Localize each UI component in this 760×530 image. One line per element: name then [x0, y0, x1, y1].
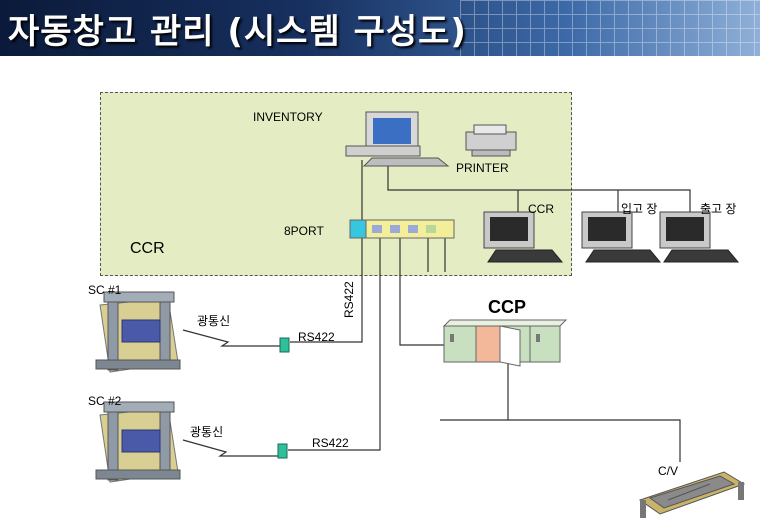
- computer-icon: [345, 111, 450, 167]
- label-inventory: INVENTORY: [253, 110, 323, 124]
- terminal-icon-inbound: [581, 211, 662, 263]
- port-board-8port: [349, 219, 455, 239]
- label-rs422-vertical: RS422: [342, 281, 356, 318]
- connector-sc2: [277, 443, 288, 459]
- label-optical-1: 광통신: [197, 314, 231, 328]
- label-sc1: SC #1: [88, 283, 122, 297]
- line-8port-ccp: [399, 238, 445, 346]
- page-title: 자동창고 관리 (시스템 구성도): [8, 12, 467, 52]
- label-conveyor: C/V: [658, 464, 679, 478]
- line-rs422-sc2: [288, 238, 381, 451]
- terminal-icon-ccr: [483, 211, 564, 263]
- optical-link-1: [182, 329, 280, 347]
- label-sc2: SC #2: [88, 394, 122, 408]
- control-panel-ccp: [442, 319, 568, 367]
- line-ccp-conveyor: [440, 419, 681, 462]
- label-optical-2: 광통신: [190, 425, 224, 439]
- label-ccp: CCP: [488, 297, 527, 317]
- stacker-crane-icon-2: [95, 401, 181, 483]
- label-ccr-terminal: CCR: [528, 202, 554, 216]
- label-rs422-1: RS422: [298, 330, 335, 344]
- label-printer: PRINTER: [456, 161, 509, 175]
- header-banner: 자동창고 관리 (시스템 구성도): [0, 0, 760, 56]
- label-inbound: 입고 장: [621, 202, 658, 216]
- optical-link-2: [182, 439, 278, 457]
- line-rs422-sc1: [290, 238, 363, 343]
- header-grid-pattern: [460, 0, 760, 56]
- label-outbound: 출고 장: [700, 202, 737, 216]
- stacker-crane-icon-1: [95, 291, 181, 373]
- connector-sc1: [279, 337, 290, 353]
- label-ccr-zone: CCR: [130, 240, 165, 257]
- label-rs422-2: RS422: [312, 436, 349, 450]
- printer-icon: [465, 124, 517, 157]
- line-terminal-bus: [387, 162, 691, 212]
- label-8port: 8PORT: [284, 224, 324, 238]
- terminal-icon-outbound: [659, 211, 740, 263]
- conveyor-icon: [638, 471, 746, 518]
- network-lines: [182, 160, 691, 462]
